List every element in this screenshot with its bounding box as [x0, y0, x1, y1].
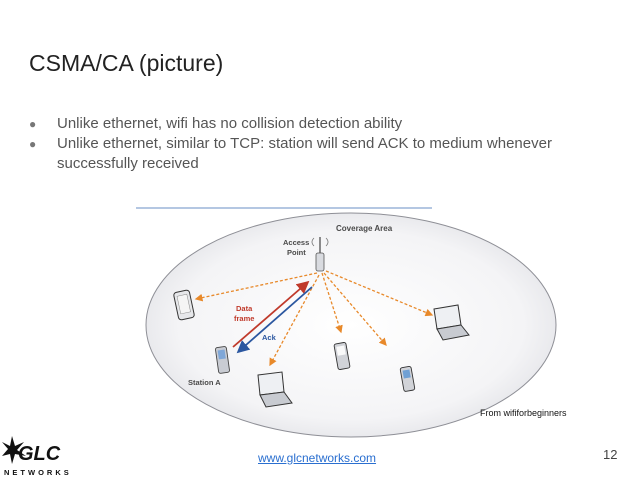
arrow-to-phone-left	[194, 272, 318, 302]
coverage-area-label: Coverage Area	[336, 224, 393, 233]
access-point-icon	[311, 237, 329, 272]
arrow-to-laptop-bottom	[269, 274, 320, 367]
right-laptop-icon	[433, 304, 470, 341]
mid-phone-icon	[333, 342, 351, 370]
csma-ca-diagram: Coverage Area Access Point Data frame Ac…	[136, 207, 557, 438]
station-a-label: Station A	[188, 378, 221, 387]
ap-label-line2: Point	[287, 248, 306, 257]
bullet-dot: ●	[29, 137, 37, 151]
bullet-list: ● Unlike ethernet, wifi has no collision…	[29, 114, 619, 174]
ack-label: Ack	[262, 333, 277, 342]
ack-arrow	[236, 286, 313, 354]
bullet-text: Unlike ethernet, similar to TCP: station…	[57, 135, 552, 172]
logo-text: GLC	[18, 443, 61, 465]
arrow-to-laptop-right	[325, 270, 434, 317]
page-number: 12	[603, 447, 618, 462]
image-credit: From wififorbeginners	[480, 408, 567, 418]
slide-title: CSMA/CA (picture)	[29, 50, 224, 76]
footer-website-link[interactable]: www.glcnetworks.com	[258, 451, 377, 465]
logo-subtext: NETWORKS	[4, 468, 72, 477]
arrow-to-phone-mid	[321, 272, 343, 334]
left-device-icon	[173, 289, 195, 321]
data-frame-label-line2: frame	[234, 314, 254, 323]
bullet-text: Unlike ethernet, wifi has no collision d…	[57, 115, 403, 132]
bullet-dot: ●	[29, 117, 37, 131]
data-frame-label-line1: Data	[236, 304, 253, 313]
arrow-to-phone-right	[323, 272, 387, 346]
bullet-item: ● Unlike ethernet, similar to TCP: stati…	[29, 134, 619, 174]
bullet-item: ● Unlike ethernet, wifi has no collision…	[29, 114, 619, 134]
logo-star-icon	[2, 436, 26, 464]
data-frame-arrow	[232, 280, 310, 348]
station-a-phone-icon	[215, 346, 230, 374]
broadcast-arrows	[194, 270, 434, 367]
coverage-area-ellipse	[145, 212, 557, 438]
right-phone-icon	[399, 366, 416, 392]
glc-networks-logo: GLC NETWORKS	[2, 436, 72, 477]
bottom-laptop-icon	[257, 371, 293, 408]
ap-label-line1: Access	[283, 238, 309, 247]
